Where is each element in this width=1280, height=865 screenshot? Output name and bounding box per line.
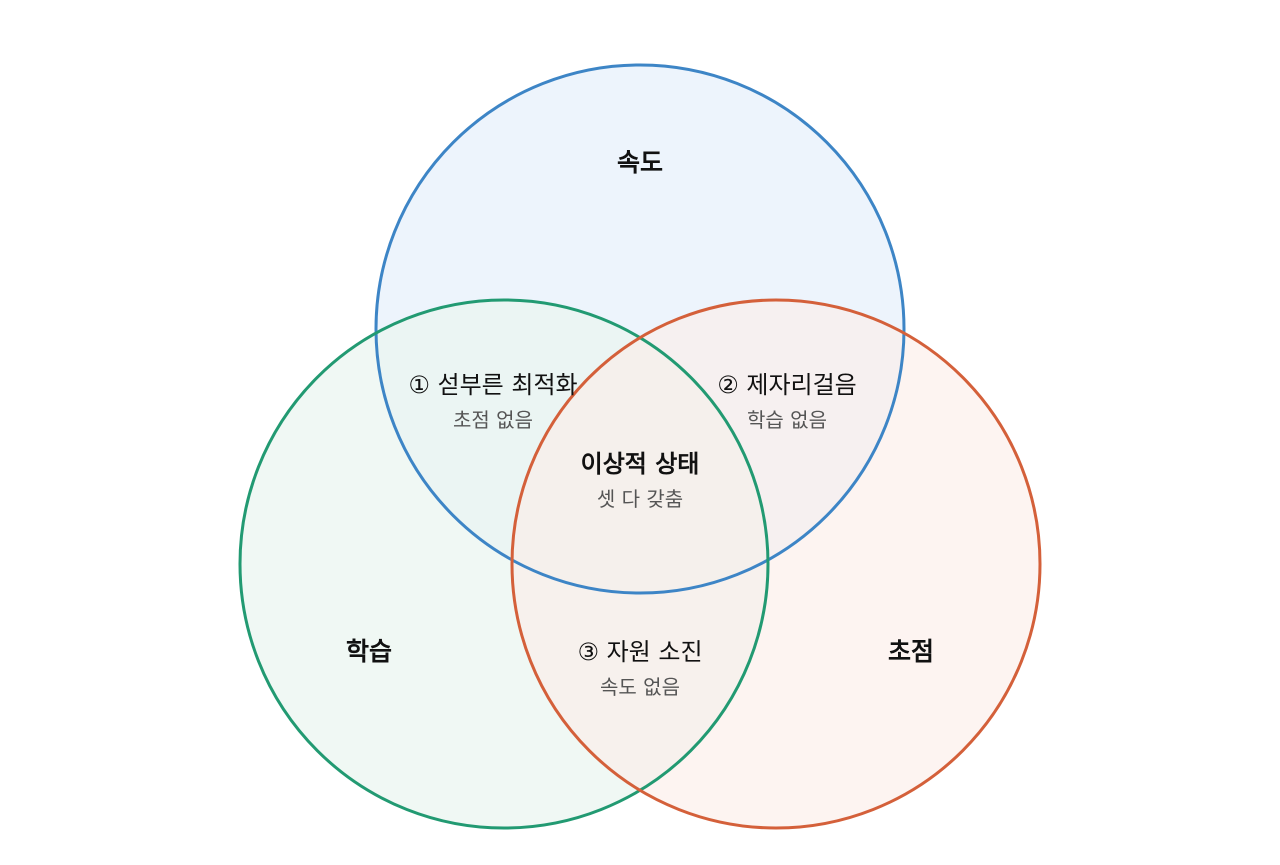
- focus-circle-fill: [512, 300, 1040, 828]
- focus-label: 초점: [888, 637, 934, 666]
- center-title: 이상적 상태: [581, 450, 700, 478]
- speed-learning-title: ① 섣부른 최적화: [408, 371, 577, 399]
- learning-focus-title: ③ 자원 소진: [577, 638, 702, 666]
- learning-label: 학습: [346, 637, 392, 666]
- circle-outlines: [238, 63, 1042, 830]
- learning-focus-subtitle: 속도 없음: [600, 675, 680, 699]
- circle-fills: [240, 65, 1040, 828]
- learning-circle: [238, 298, 770, 830]
- focus-circle: [510, 298, 1042, 830]
- speed-focus-subtitle: 학습 없음: [747, 408, 827, 432]
- center-subtitle: 셋 다 갖춤: [597, 487, 683, 511]
- speed-learning-subtitle: 초점 없음: [453, 408, 533, 432]
- speed-circle: [374, 63, 906, 595]
- speed-focus-title: ② 제자리걸음: [717, 371, 857, 399]
- speed-label: 속도: [617, 148, 663, 177]
